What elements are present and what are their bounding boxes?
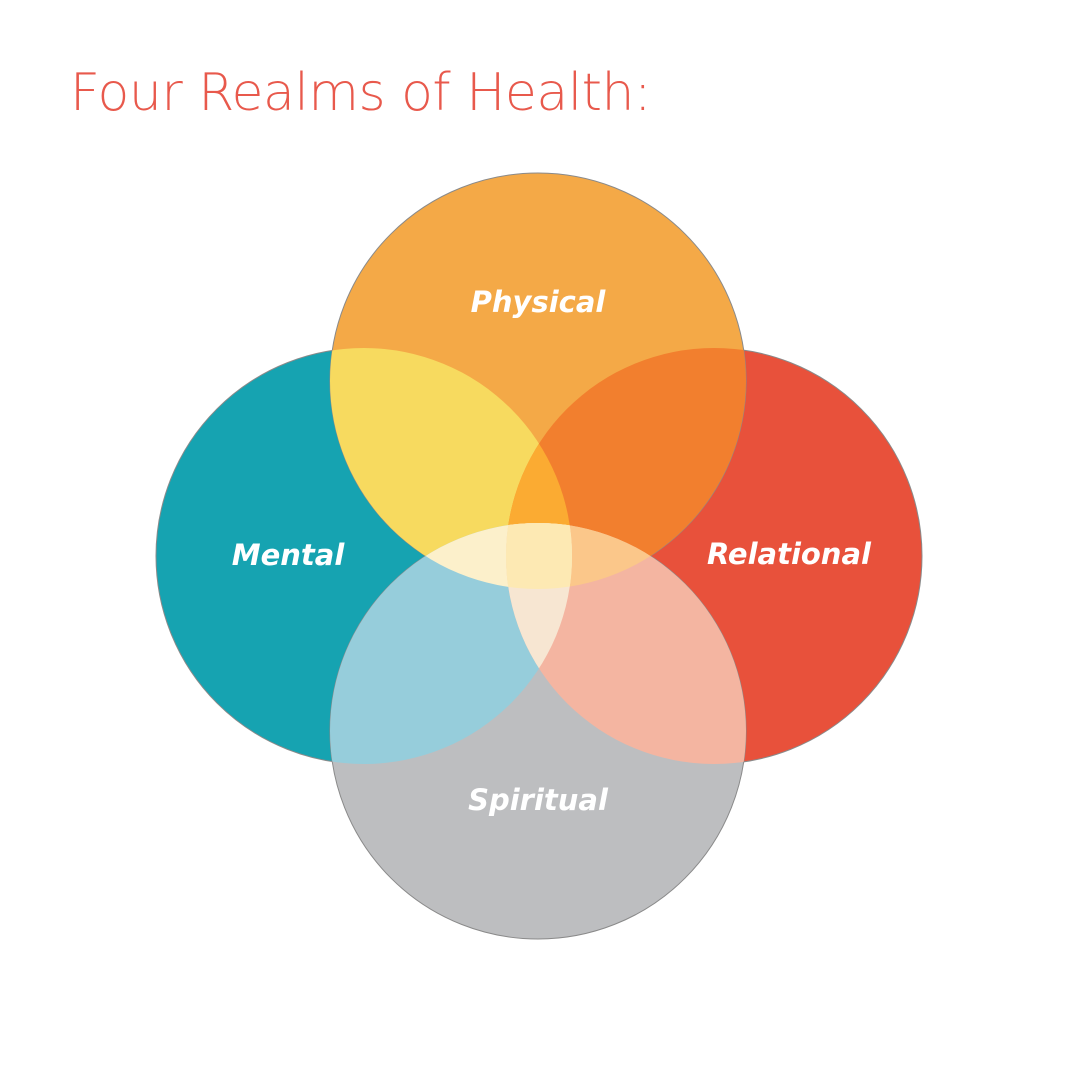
physical-label: Physical: [471, 285, 607, 319]
page-title: Four Realms of Health:: [70, 63, 652, 123]
relational-label: Relational: [707, 537, 872, 571]
mental-label: Mental: [232, 538, 346, 572]
spiritual-label: Spiritual: [468, 783, 609, 817]
